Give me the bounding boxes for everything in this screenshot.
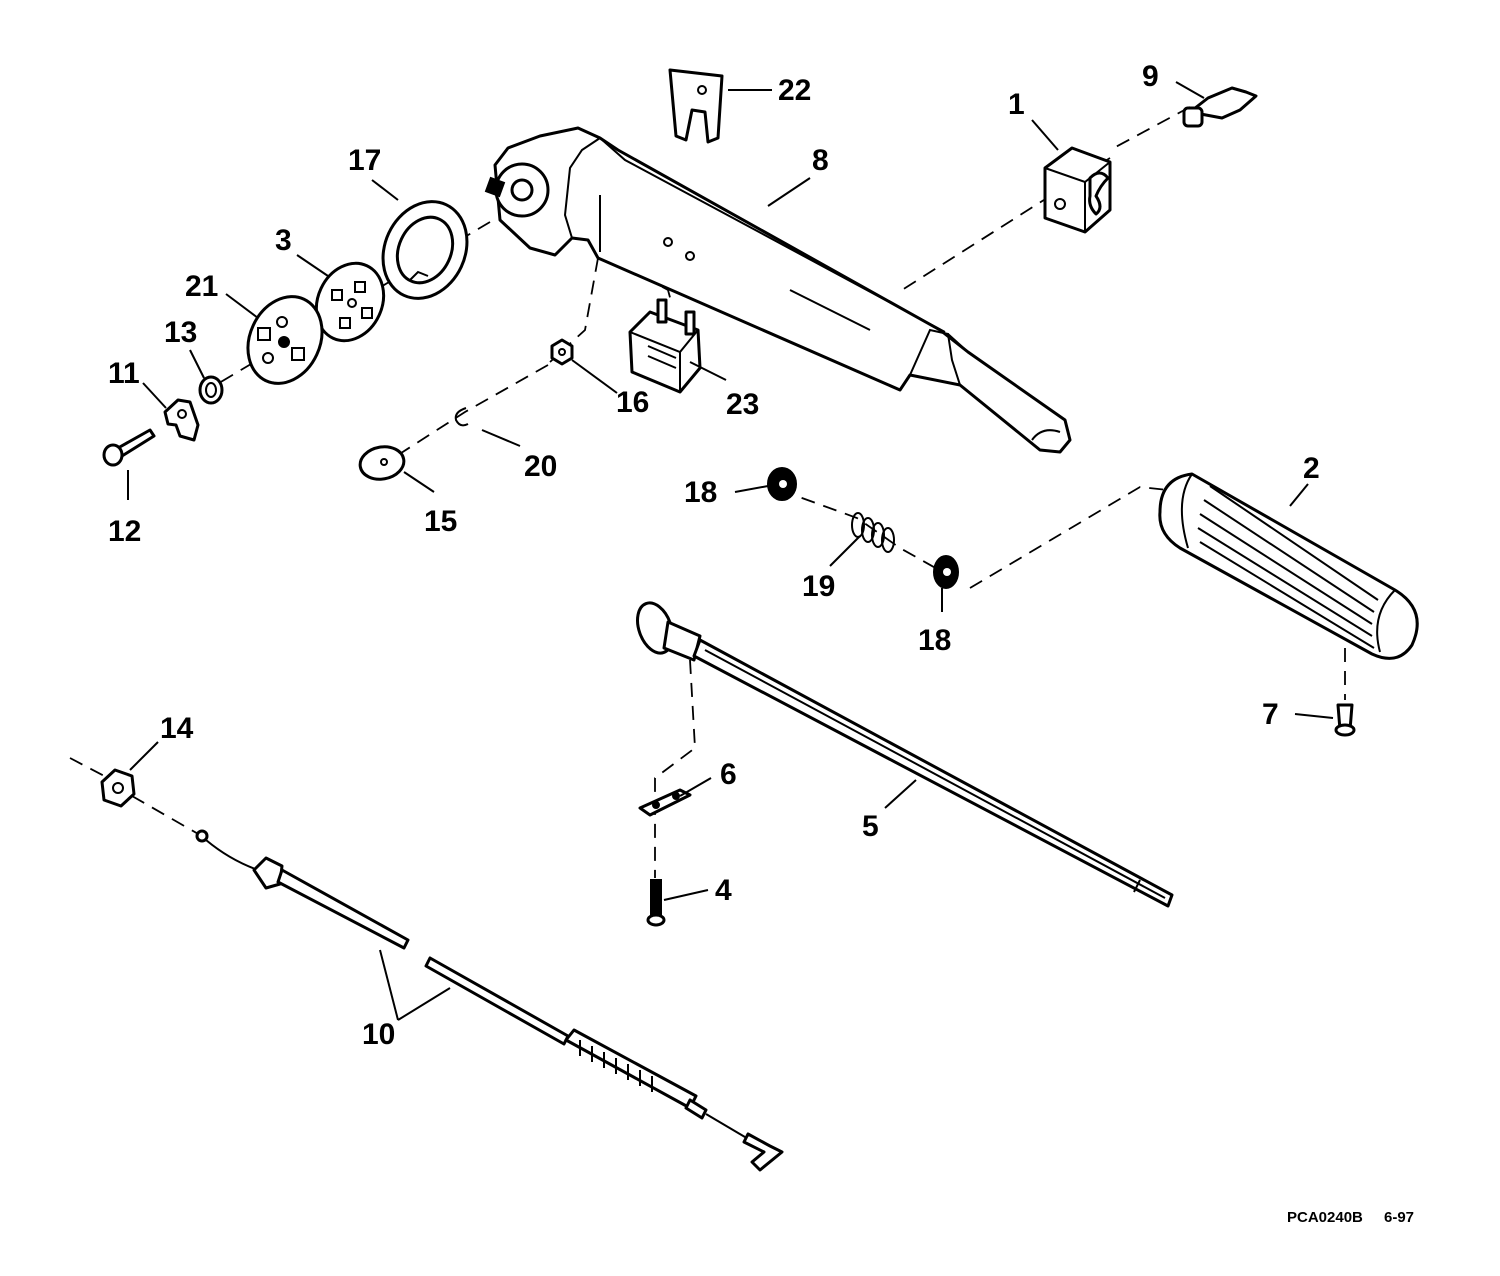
callout-16: 16: [616, 386, 649, 419]
leader-lines: [127, 81, 1334, 1021]
spring-part: [851, 512, 895, 553]
callout-13: 13: [164, 316, 197, 349]
callout-8: 8: [812, 144, 829, 177]
washer-part-15: [358, 445, 406, 481]
washer-part-18-upper: [767, 467, 797, 501]
callout-6: 6: [720, 758, 737, 791]
callout-1: 1: [1008, 88, 1025, 121]
e-clip-part: [454, 407, 469, 427]
callout-21: 21: [185, 270, 218, 303]
plate-part-21: [246, 295, 324, 385]
drawing-date: 6-97: [1384, 1209, 1414, 1226]
callout-3: 3: [275, 224, 292, 257]
bracket-part-6: [638, 788, 692, 817]
callout-18-lower: 18: [918, 624, 951, 657]
callout-20: 20: [524, 450, 557, 483]
bolt-part-12: [102, 428, 156, 467]
screw-part-7: [1334, 703, 1356, 737]
callout-2: 2: [1303, 452, 1320, 485]
callout-5: 5: [862, 810, 879, 843]
callout-15: 15: [424, 505, 457, 538]
clip-part: [668, 68, 724, 144]
callout-12: 12: [108, 515, 141, 548]
plate-part-3: [314, 261, 386, 343]
retaining-ring-part: [381, 200, 469, 300]
nut-part-14: [100, 768, 136, 808]
callout-9: 9: [1142, 60, 1159, 93]
screw-part-4: [646, 879, 666, 927]
callout-22: 22: [778, 74, 811, 107]
callout-19: 19: [802, 570, 835, 603]
switch-part: [628, 298, 702, 394]
drawing-code: PCA0240B: [1287, 1209, 1363, 1226]
callout-7: 7: [1262, 698, 1279, 731]
shaft-part: [636, 601, 1174, 908]
callout-10: 10: [362, 1018, 395, 1051]
callout-18-upper: 18: [684, 476, 717, 509]
callout-11: 11: [108, 357, 140, 390]
callout-14: 14: [160, 712, 194, 745]
handle-arm-part: [484, 126, 1072, 454]
callout-17: 17: [348, 144, 381, 177]
callout-23: 23: [726, 388, 759, 421]
screw-part-9: [1182, 86, 1258, 128]
grip-part: [1158, 472, 1419, 660]
callout-labels: 1 2 3 4 5 6 7 8 9 10 11 12 13 14 15 16 1…: [108, 60, 1320, 1051]
callout-4: 4: [715, 874, 732, 907]
washer-part-18-lower: [933, 555, 959, 589]
nut-part-16: [550, 338, 574, 366]
washer-part-13: [198, 375, 224, 405]
cable-block-part: [1043, 146, 1112, 234]
bracket-part-11: [163, 398, 200, 442]
cable-part: [195, 829, 784, 1172]
